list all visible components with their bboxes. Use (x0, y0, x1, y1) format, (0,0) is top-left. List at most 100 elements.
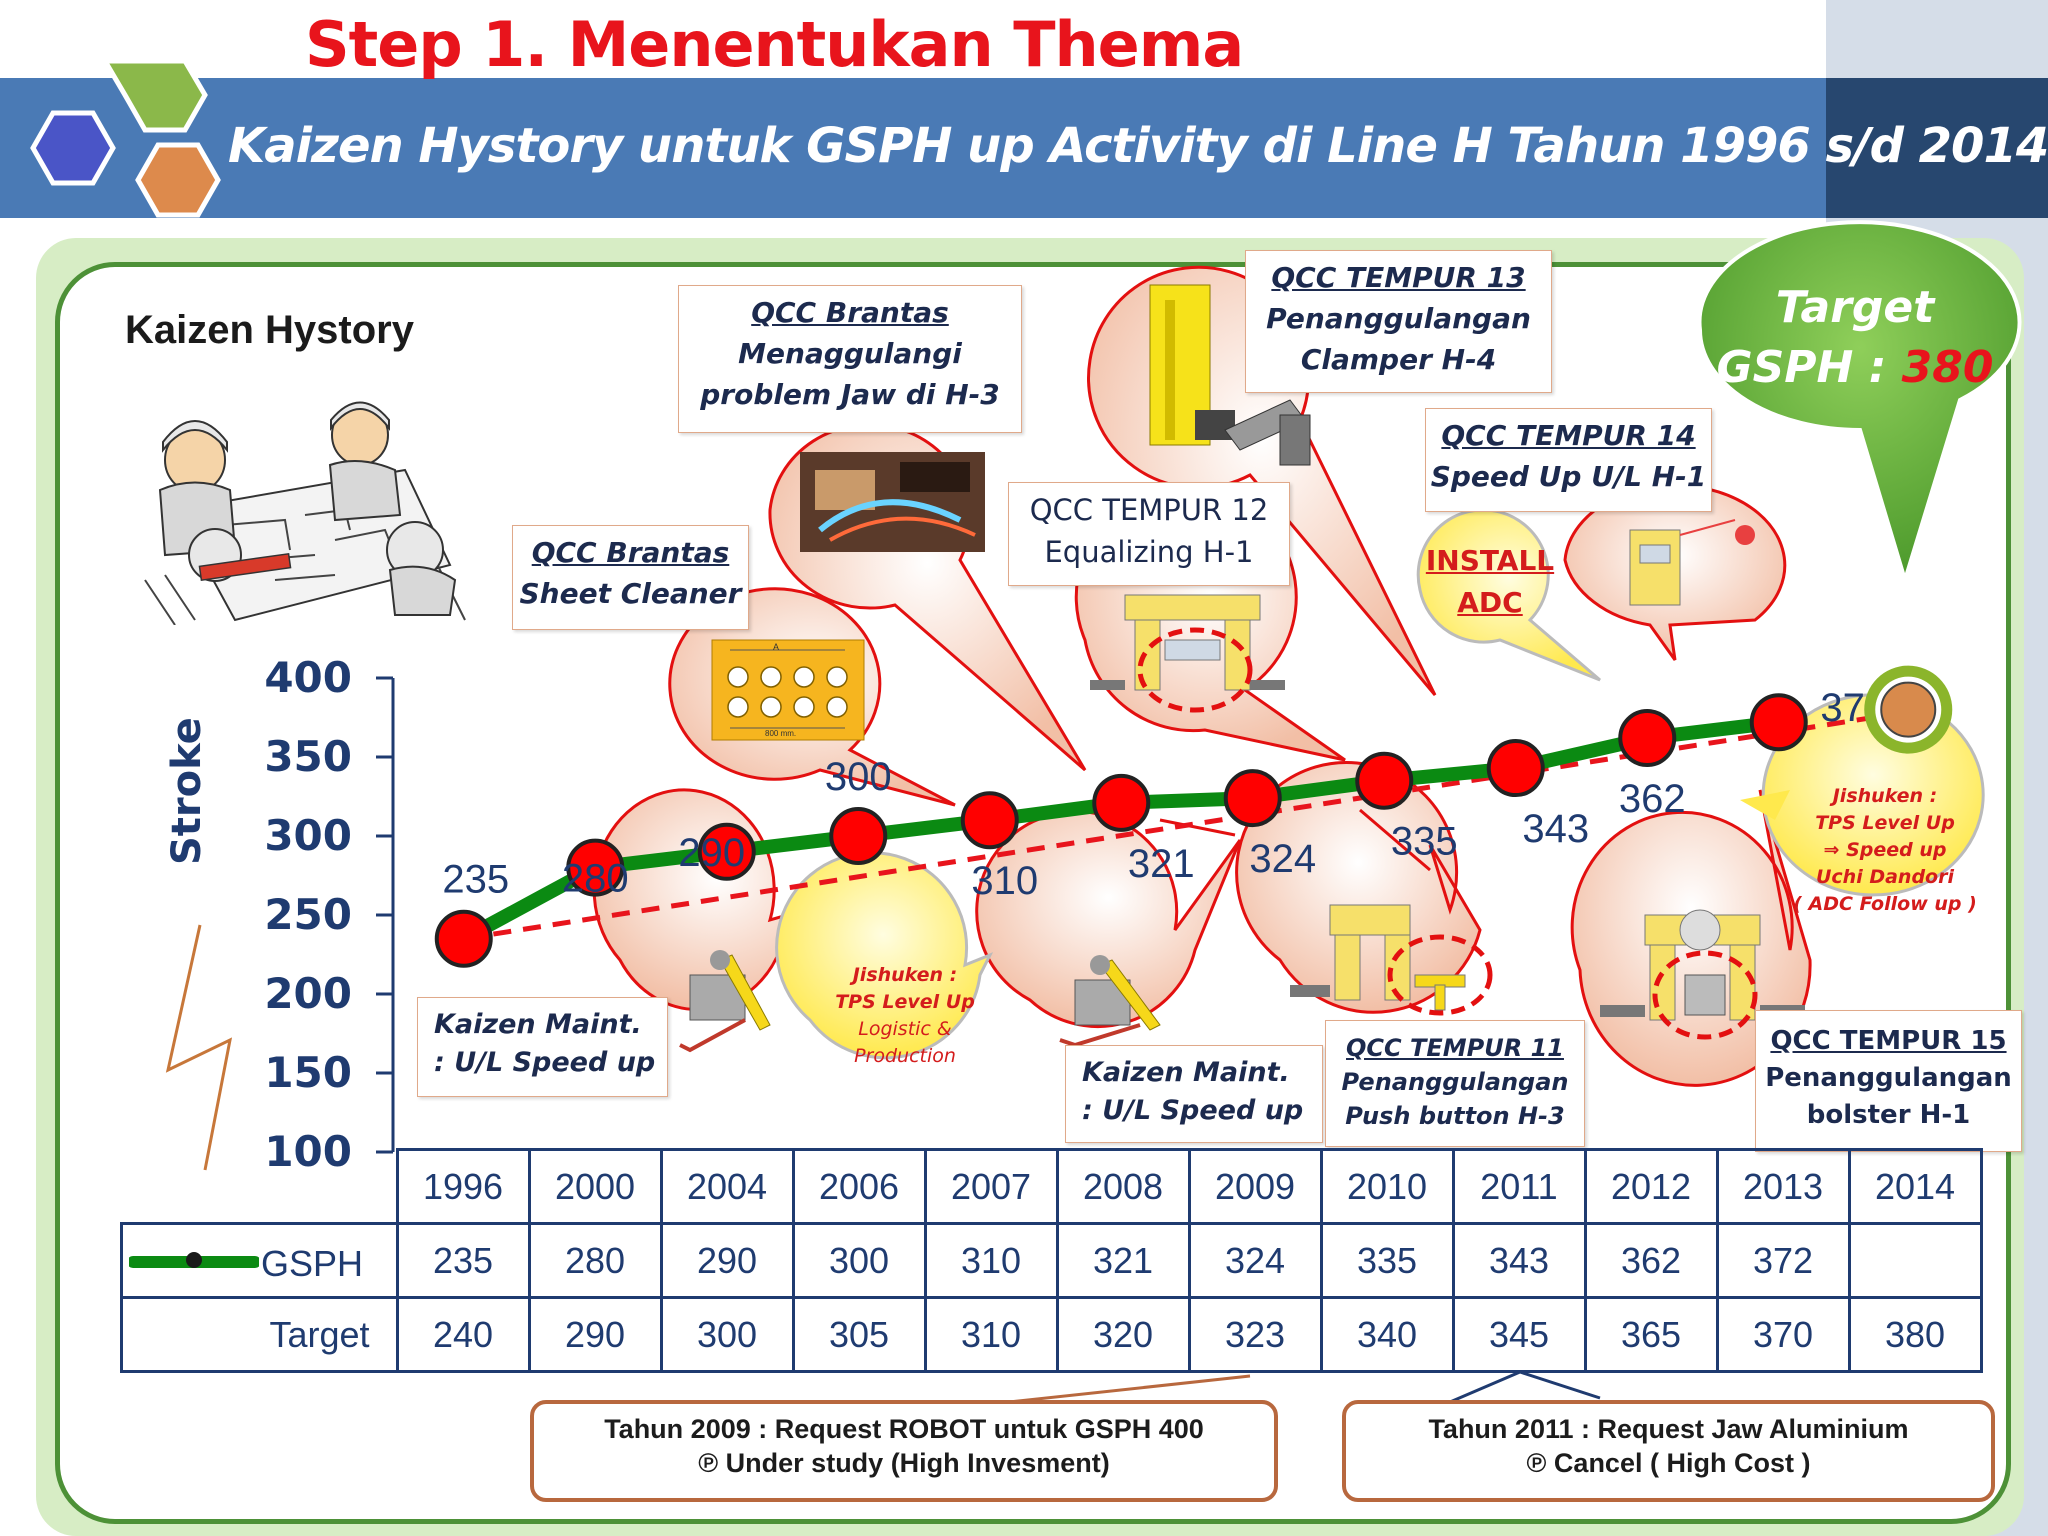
jishuken2-text: Jishuken : TPS Level Up ⇒ Speed up Uchi … (1790, 783, 1980, 918)
install-adc-line: ADC (1457, 586, 1523, 619)
gsph-data-label: 335 (1391, 820, 1458, 864)
bubble-kaizen2 (975, 810, 1242, 1028)
callout-title: QCC TEMPUR 13 (1271, 261, 1526, 294)
year-cell: 2014 (1847, 1148, 1983, 1225)
year-cell: 2007 (923, 1148, 1059, 1225)
gsph-cell: 324 (1187, 1222, 1323, 1299)
year-cell: 2012 (1583, 1148, 1719, 1225)
callout-tempur12: QCC TEMPUR 12 Equalizing H-1 (1008, 482, 1290, 586)
gsph-data-label: 280 (562, 857, 629, 901)
gsph-cell (1847, 1222, 1983, 1299)
callout-line: Speed Up U/L H-1 (1430, 460, 1707, 493)
gsph-data-label: 324 (1249, 837, 1316, 881)
kaizen1-robot-image (679, 950, 771, 1053)
target-label: GSPH : (1716, 342, 1887, 393)
gsph-cell: 235 (395, 1222, 531, 1299)
gsph-point (1355, 751, 1414, 810)
y-axis-label: Stroke (164, 717, 210, 865)
gsph-point (566, 838, 625, 897)
callout-tempur13: QCC TEMPUR 13 Penanggulangan Clamper H-4 (1245, 250, 1552, 393)
callout-line: problem Jaw di H-3 (700, 378, 1000, 411)
jaw-photo (800, 452, 985, 552)
header-band (0, 78, 1826, 218)
callout-line: : U/L Speed up (434, 1047, 656, 1078)
jishuken-line: Jishuken : (1832, 785, 1938, 807)
year-cell: 2013 (1715, 1148, 1851, 1225)
target-cell: 323 (1187, 1296, 1323, 1373)
gsph-point (829, 807, 888, 865)
callout-line: Sheet Cleaner (519, 577, 742, 610)
gsph-cell: 372 (1715, 1222, 1851, 1299)
year-cell: 2010 (1319, 1148, 1455, 1225)
callout-tempur14: QCC TEMPUR 14 Speed Up U/L H-1 (1425, 408, 1712, 512)
target-bubble (1697, 220, 2022, 587)
year-cell: 2008 (1055, 1148, 1191, 1225)
gsph-cell: 321 (1055, 1222, 1191, 1299)
hexagon-logo-icon (30, 58, 221, 218)
jishuken-line: Jishuken : (852, 964, 958, 986)
callout-line: Penanggulangan (1266, 302, 1531, 335)
gsph-data-label: 290 (678, 831, 745, 875)
callout-title: QCC TEMPUR 12 (1029, 493, 1269, 527)
table-row-target: Target 240 290 300 305 310 320 323 340 3… (120, 1296, 1983, 1373)
header-band-dark (1826, 78, 2048, 218)
data-table: 1996 2000 2004 2006 2007 2008 2009 2010 … (120, 1148, 1983, 1373)
pointer-lines (1159, 808, 1431, 872)
note-2011: Tahun 2011 : Request Jaw Aluminium ℗ Can… (1342, 1400, 1995, 1502)
table-row-gsph: GSPH 235 280 290 300 310 321 324 335 343… (120, 1222, 1983, 1299)
workers-meeting-illustration (144, 401, 466, 625)
gsph-point (697, 822, 756, 881)
y-tick-label: 150 (264, 1048, 352, 1097)
callout-brantas-jaw: QCC Brantas Menaggulangi problem Jaw di … (678, 285, 1022, 433)
callout-line: Menaggulangi (738, 337, 962, 370)
gsph-point (1092, 773, 1151, 832)
pushbutton-image (1290, 904, 1493, 1016)
speedup-image (1629, 519, 1755, 606)
kaizen2-robot-image (1059, 955, 1161, 1048)
bubble-install-adc (1416, 508, 1601, 682)
panel-title: Kaizen Hystory (125, 308, 414, 352)
dim-a-label: A (773, 642, 779, 652)
note-line: ℗ Cancel ( High Cost ) (1526, 1448, 1811, 1478)
target-cell: 305 (791, 1296, 927, 1373)
jishuken1-text: Jishuken : TPS Level Up Logistic & Produ… (820, 962, 990, 1070)
callout-line: : U/L Speed up (1082, 1095, 1304, 1126)
gsph-point (434, 909, 493, 968)
callout-kaizen1: Kaizen Maint. : U/L Speed up (417, 997, 668, 1097)
gsph-data-label: 235 (442, 858, 509, 902)
target-value: 380 (1901, 342, 1994, 393)
target-cell: 310 (923, 1296, 1059, 1373)
gsph-point (960, 791, 1019, 850)
callout-title: Kaizen Maint. (1082, 1057, 1290, 1088)
jishuken-line: ( ADC Follow up ) (1793, 893, 1977, 915)
callout-title: QCC Brantas (531, 536, 730, 569)
gsph-cell: 362 (1583, 1222, 1719, 1299)
target-cell: 340 (1319, 1296, 1455, 1373)
note-line: Tahun 2011 : Request Jaw Aluminium (1428, 1414, 1909, 1444)
gsph-data-label: 300 (825, 755, 892, 799)
clamper-image (1149, 284, 1311, 466)
gsph-legend-icon (129, 1252, 259, 1268)
callout-line: Push button H-3 (1345, 1102, 1565, 1130)
callout-brantas-sheet: QCC Brantas Sheet Cleaner (512, 525, 749, 630)
jishuken-line: Logistic & (858, 1018, 952, 1040)
y-tick-label: 300 (264, 811, 352, 860)
callout-title: QCC Brantas (751, 296, 949, 329)
year-cell: 2009 (1187, 1148, 1323, 1225)
install-adc-label: INSTALL ADC (1410, 540, 1570, 624)
target-cell: 300 (659, 1296, 795, 1373)
callout-tempur11: QCC TEMPUR 11 Penanggulangan Push button… (1325, 1020, 1585, 1147)
jishuken-line: Production (854, 1045, 956, 1067)
target-cell: 240 (395, 1296, 531, 1373)
gsph-data-label: 310 (971, 859, 1038, 903)
callout-line: bolster H-1 (1806, 1100, 1971, 1130)
target-line1: Target (1775, 282, 1935, 333)
note-line: Tahun 2009 : Request ROBOT untuk GSPH 40… (604, 1414, 1204, 1444)
gsph-cell: 335 (1319, 1222, 1455, 1299)
bubble-jishuken1 (775, 851, 994, 1060)
row-label-target: Target (120, 1296, 399, 1373)
bolster-image (1600, 909, 1805, 1040)
